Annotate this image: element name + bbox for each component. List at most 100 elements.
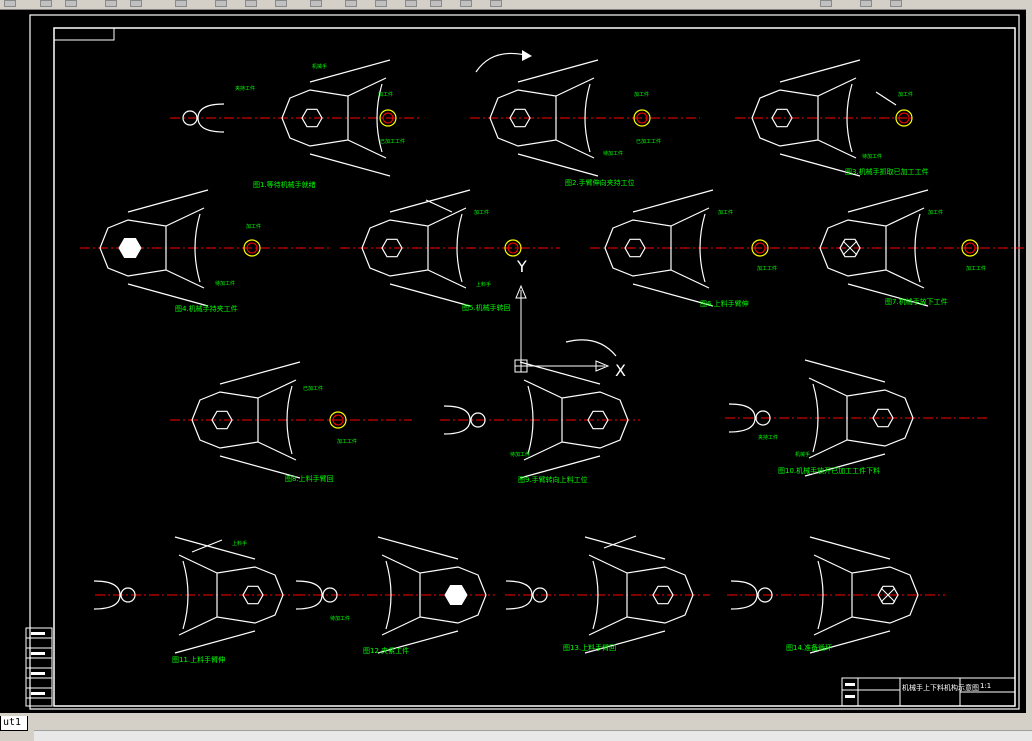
chuck-core (898, 112, 910, 124)
annotation-label: 待加工件 (215, 280, 235, 287)
jaw-line (178, 554, 218, 574)
jaw-line (555, 77, 595, 97)
jaw-line (174, 630, 256, 654)
drawing-scale: 1:1 (980, 682, 991, 690)
toolbar-button[interactable] (130, 0, 142, 7)
gripper-pin (182, 110, 198, 126)
jaw-line (517, 153, 599, 177)
vertical-scrollbar[interactable] (1026, 9, 1032, 713)
annotation-label: 待加工件 (330, 615, 350, 622)
jaw-line (588, 616, 628, 636)
figure-caption: 图9.手臂转向上料工位 (518, 475, 588, 484)
jaw-line (165, 207, 205, 227)
jaw-line (377, 630, 459, 654)
workpiece-hex (242, 585, 264, 605)
annotation-label: 上料手 (232, 540, 247, 547)
toolbar-button[interactable] (490, 0, 502, 7)
gripper-pin (755, 410, 771, 426)
toolbar-button[interactable] (310, 0, 322, 7)
annotation-label: 加工件 (718, 209, 733, 216)
jaw-line (817, 139, 857, 159)
annotation-label: 加工件 (898, 91, 913, 98)
drawing-canvas[interactable]: 机械手上下料机构示意图 1:1 图1.等待机械手就绪机械手夹持工件加工件已加工工… (0, 9, 1026, 713)
annotation-label: 待加工件 (510, 451, 530, 458)
hex-part (846, 389, 914, 447)
jaw-curve (376, 83, 383, 153)
layout-tab[interactable]: ut1 (0, 716, 29, 731)
toolbar-button[interactable] (430, 0, 442, 7)
toolbar-button[interactable] (275, 0, 287, 7)
workpiece-hex (624, 238, 646, 258)
ucs-x-label: X (615, 361, 626, 380)
toolbar-button[interactable] (245, 0, 257, 7)
toolbar-button[interactable] (105, 0, 117, 7)
toolbar-button[interactable] (175, 0, 187, 7)
chuck-ring (379, 109, 397, 127)
hex-part (561, 391, 629, 449)
jaw-line (127, 189, 209, 213)
toolbar-button[interactable] (4, 0, 16, 7)
toolbar-button[interactable] (215, 0, 227, 7)
motion-arrow (191, 539, 223, 553)
annotation-label: 上料手 (476, 281, 491, 288)
annotation-label: 加工件 (474, 209, 489, 216)
figure-caption: 图14.准备循环 (786, 643, 832, 652)
gripper-claw (443, 405, 471, 435)
toolbar-button[interactable] (375, 0, 387, 7)
annotation-label: 待加工件 (603, 150, 623, 157)
hex-part (281, 89, 349, 147)
rotation-arrowhead (522, 50, 532, 61)
toolbar-button[interactable] (460, 0, 472, 7)
jaw-curve (592, 560, 599, 630)
jaw-line (309, 153, 391, 177)
gripper-pin (757, 587, 773, 603)
inner-frame (53, 27, 1016, 707)
jaw-curve (527, 385, 534, 455)
toolbar-button[interactable] (405, 0, 417, 7)
jaw-line (519, 455, 601, 479)
figure-caption: 图13.上料手臂回 (563, 643, 616, 652)
jaw-line (257, 379, 297, 399)
toolbar-button[interactable] (820, 0, 832, 7)
chuck-ring (751, 239, 769, 257)
figure-caption: 图7.机械手放下工件 (885, 297, 948, 306)
figure-caption: 图4.机械手持夹工件 (175, 304, 238, 313)
gripper-claw (728, 403, 756, 433)
annotation-label: 加工工件 (337, 438, 357, 445)
motion-arrow (875, 91, 897, 106)
toolbar-button[interactable] (890, 0, 902, 7)
jaw-line (670, 269, 710, 289)
jaw-line (632, 189, 714, 213)
jaw-curve (812, 383, 819, 453)
jaw-line (817, 77, 857, 97)
workpiece-hex (118, 238, 142, 258)
jaw-line (632, 283, 714, 307)
chuck-core (754, 242, 766, 254)
jaw-line (309, 59, 391, 83)
jaw-line (257, 441, 297, 461)
jaw-line (127, 283, 209, 307)
annotation-label: 机械手 (312, 63, 327, 70)
chuck-core (246, 242, 258, 254)
gripper-pin (120, 587, 136, 603)
jaw-line (523, 441, 563, 461)
workpiece-hex (381, 238, 403, 258)
step-figure-14: 图14.准备循环 (727, 536, 945, 654)
cross-mark (880, 587, 896, 603)
chuck-ring (243, 239, 261, 257)
gripper-pin (532, 587, 548, 603)
horizontal-scrollbar[interactable] (34, 730, 1032, 741)
toolbar-button[interactable] (345, 0, 357, 7)
jaw-line (808, 439, 848, 459)
annotation-label: 加工件 (928, 209, 943, 216)
toolbar-button[interactable] (860, 0, 872, 7)
jaw-line (347, 139, 387, 159)
jaw-line (670, 207, 710, 227)
figure-caption: 图2.手臂伸向夹持工位 (565, 178, 635, 187)
toolbar-button[interactable] (65, 0, 77, 7)
jaw-line (389, 283, 471, 307)
toolbar-button[interactable] (40, 0, 52, 7)
